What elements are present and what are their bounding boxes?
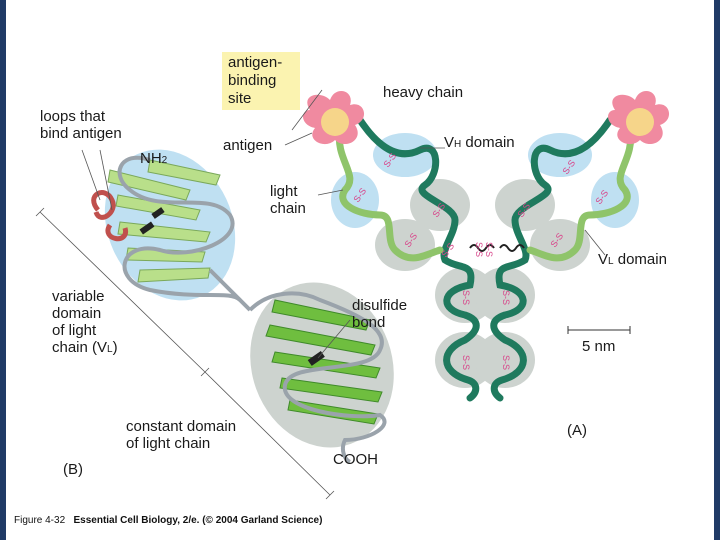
ss-label: S-S xyxy=(501,355,511,370)
antigen-binding-site-text: antigen- binding site xyxy=(228,54,283,107)
caption-figure: Figure 4-32 xyxy=(14,515,66,526)
ss-label: S-S xyxy=(484,242,494,257)
variable-domain-strands xyxy=(107,159,221,283)
disulfide-bond-label: disulfide bond xyxy=(352,297,408,331)
ss-label: S-S xyxy=(501,290,511,305)
loops-pointer-2 xyxy=(99,149,113,211)
loops-label: loops that bind antigen xyxy=(40,108,122,142)
ss-label: S-S xyxy=(474,242,484,257)
caption-text: Essential Cell Biology, 2/e. (© 2004 Gar… xyxy=(73,515,323,526)
ss-label: S-S xyxy=(461,290,471,305)
variable-disulfide-bar xyxy=(139,221,155,235)
heavy-chains xyxy=(356,116,614,402)
ss-label: S-S xyxy=(461,355,471,370)
panel-a-label: (A) xyxy=(567,422,587,439)
cooh-label: COOH xyxy=(333,451,378,468)
antigen-site-bracket xyxy=(291,89,323,131)
hinge-coil-left xyxy=(469,244,495,252)
loops-pointer xyxy=(81,149,101,201)
panel-b-label: (B) xyxy=(63,461,83,478)
variable-domain-bracket xyxy=(39,211,206,373)
nh2-sub: 2 xyxy=(161,155,168,166)
bracket-tick-3 xyxy=(325,490,335,500)
vl-sub: L xyxy=(608,256,614,267)
vh-suffix: domain xyxy=(461,134,515,151)
antigen-binding-loops xyxy=(91,190,128,242)
constant-domain-bracket xyxy=(204,371,331,496)
variable-domain-close: ) xyxy=(112,339,118,356)
constant-domain-label: constant domain of light chain xyxy=(126,418,237,452)
disulfide-pointer xyxy=(317,319,351,359)
light-chain-label: light chain xyxy=(270,183,306,217)
vh-sub: H xyxy=(454,139,462,150)
variable-domain-sub: L xyxy=(107,344,113,355)
nh2-prefix: NH xyxy=(140,150,162,167)
scale-label: 5 nm xyxy=(582,338,616,355)
light-chain-pointer xyxy=(317,189,344,196)
vl-suffix: domain xyxy=(613,251,667,268)
vl-domain-pointer xyxy=(584,229,606,256)
antigens xyxy=(303,90,670,145)
vh-prefix: V xyxy=(444,134,455,151)
heavy-chain-label: heavy chain xyxy=(383,84,464,101)
vl-prefix: V xyxy=(598,251,609,268)
bracket-tick-1 xyxy=(35,207,45,217)
vl-domain-label: VL domain xyxy=(598,251,667,270)
figure-caption: Figure 4-32 Essential Cell Biology, 2/e.… xyxy=(14,515,322,526)
light-chains xyxy=(335,126,635,262)
antigen-binding-site-label: antigen- binding site xyxy=(222,52,300,110)
interdomain-linker xyxy=(208,268,252,312)
variable-domain-label: variable domain of light chain (VL) xyxy=(52,288,118,358)
hinge-coil-right xyxy=(499,244,525,252)
antigen-label: antigen xyxy=(223,137,273,154)
variable-disulfide-bar-2 xyxy=(151,207,165,219)
vh-domain-label: VH domain xyxy=(444,134,515,153)
constant-domain-backbone xyxy=(248,291,387,464)
variable-domain-text: variable domain of light chain (V xyxy=(52,288,108,356)
nh2-label: NH2 xyxy=(140,150,167,169)
variable-domain-backbone xyxy=(117,155,242,302)
bracket-tick-2 xyxy=(200,367,210,377)
antigen-pointer xyxy=(284,132,313,146)
